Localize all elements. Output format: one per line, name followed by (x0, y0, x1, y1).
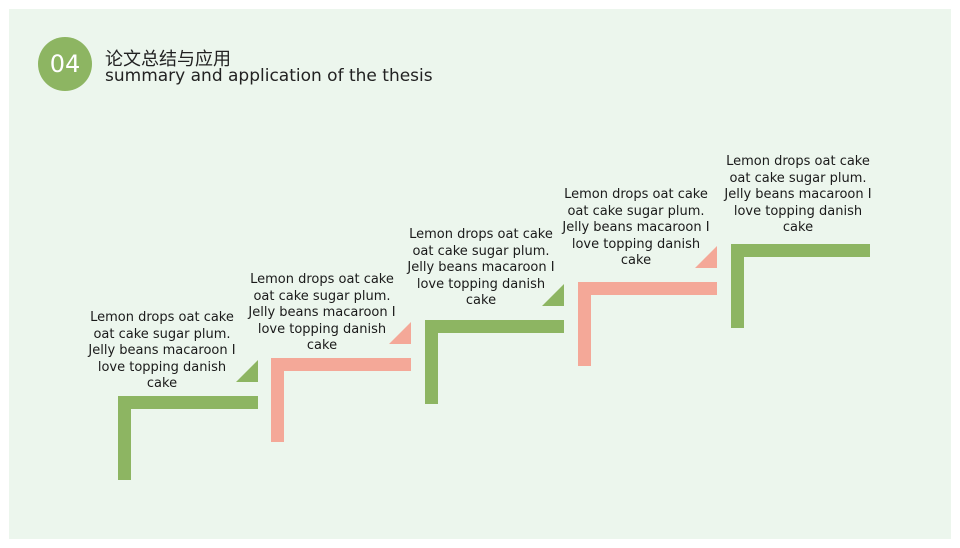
step-3-horizontal-bar (425, 320, 564, 333)
slide-background (9, 9, 951, 539)
step-1-text: Lemon drops oat cake oat cake sugar plum… (88, 310, 236, 392)
step-3-vertical-bar (425, 320, 438, 404)
step-1-vertical-bar (118, 396, 131, 480)
section-number-badge: 04 (38, 37, 92, 91)
step-3-triangle (542, 284, 564, 306)
step-2-horizontal-bar (271, 358, 411, 371)
step-5-vertical-bar (731, 244, 744, 328)
step-1-horizontal-bar (118, 396, 258, 409)
step-4-triangle (695, 246, 717, 268)
step-4-horizontal-bar (578, 282, 717, 295)
step-2-text: Lemon drops oat cake oat cake sugar plum… (248, 272, 396, 354)
step-5-horizontal-bar (731, 244, 870, 257)
step-2-triangle (389, 322, 411, 344)
section-title-chinese: 论文总结与应用 (105, 49, 231, 70)
step-4-vertical-bar (578, 282, 591, 366)
step-1-triangle (236, 360, 258, 382)
step-2-vertical-bar (271, 358, 284, 442)
step-4-text: Lemon drops oat cake oat cake sugar plum… (562, 187, 710, 269)
section-title-english: summary and application of the thesis (105, 66, 433, 86)
step-3-text: Lemon drops oat cake oat cake sugar plum… (407, 227, 555, 309)
step-5-text: Lemon drops oat cake oat cake sugar plum… (724, 154, 872, 236)
